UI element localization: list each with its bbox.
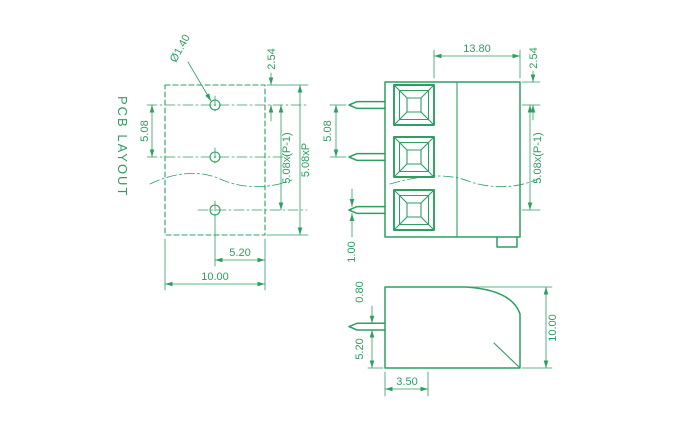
terminal-body-side — [384, 286, 521, 369]
dim-label-front-edge-to-pin: 2.54 — [528, 47, 540, 68]
dim-label-pcb-hole-to-edge: 5.20 — [229, 247, 250, 259]
wire-clamp — [393, 136, 435, 178]
terminal-body-front — [384, 81, 521, 238]
dim-pcb-hole-to-edge: 5.20 — [214, 247, 266, 263]
dim-pcb-edge-to-hole: 2.54 — [266, 48, 278, 122]
solder-pin — [348, 152, 386, 162]
dim-hole-diameter: Ø1.40 — [168, 33, 212, 102]
dim-side-pin-offset: 3.50 — [384, 376, 429, 392]
dim-front-pitch: 5.08 — [322, 104, 339, 158]
dim-label-pcb-width: 10.00 — [201, 271, 229, 283]
side-view: 0.80 5.20 3.50 10.00 — [348, 281, 559, 397]
dim-side-pin-thickness: 0.80 — [354, 281, 375, 324]
extension-lines — [164, 84, 309, 291]
break-line — [149, 173, 293, 188]
pcb-layout-view: PCB LAYOUT Ø1.40 2.54 5.08 5.08x(P-1) — [115, 33, 312, 291]
dim-label-pcb-edge-to-hole: 2.54 — [266, 48, 278, 69]
dim-label-side-pin-thickness: 0.80 — [354, 281, 366, 302]
dim-label-front-pin-width: 1.00 — [346, 241, 358, 262]
dim-label-pcb-span-holes: 5.08x(P-1) — [281, 132, 293, 183]
extension-lines — [329, 49, 541, 211]
hole-centerlines — [146, 95, 308, 220]
body-chamfer-line — [493, 342, 520, 368]
pcb-layout-label: PCB LAYOUT — [115, 96, 130, 197]
wire-clamp — [393, 84, 435, 126]
front-view: 13.80 2.54 5.08 1.00 5.08x(P-1) — [322, 43, 544, 263]
extension-lines — [367, 286, 553, 397]
dim-front-depth: 13.80 — [433, 43, 521, 59]
dim-label-hole-diameter: Ø1.40 — [168, 33, 193, 65]
pcb-outline — [164, 84, 266, 236]
dim-label-pcb-span-total: 5.08xP — [300, 143, 312, 177]
dim-label-side-height: 10.00 — [547, 314, 559, 342]
dim-pcb-width: 10.00 — [164, 271, 266, 287]
dim-label-side-pin-to-bottom: 5.20 — [354, 338, 366, 359]
dim-pcb-span-total: 5.08xP — [297, 84, 312, 236]
dim-pcb-pitch: 5.08 — [139, 104, 155, 158]
dim-side-height: 10.00 — [543, 286, 559, 369]
dim-label-side-pin-offset: 3.50 — [396, 376, 417, 388]
solder-pin — [348, 322, 386, 331]
dim-front-pin-width: 1.00 — [346, 188, 358, 263]
solder-pin — [348, 100, 386, 110]
break-line — [389, 175, 541, 188]
dim-label-front-span-pins: 5.08x(P-1) — [532, 132, 544, 183]
dim-front-edge-to-pin: 2.54 — [528, 47, 540, 121]
dim-label-front-pitch: 5.08 — [322, 120, 334, 141]
dim-front-span-pins: 5.08x(P-1) — [527, 104, 544, 211]
mounting-foot — [496, 236, 518, 248]
dim-label-pcb-pitch: 5.08 — [139, 120, 151, 141]
solder-pin — [348, 205, 386, 215]
dim-side-pin-to-bottom: 5.20 — [354, 329, 375, 369]
wire-clamp — [393, 189, 435, 231]
dim-pcb-span-holes: 5.08x(P-1) — [278, 104, 293, 211]
dim-label-front-depth: 13.80 — [463, 43, 491, 55]
